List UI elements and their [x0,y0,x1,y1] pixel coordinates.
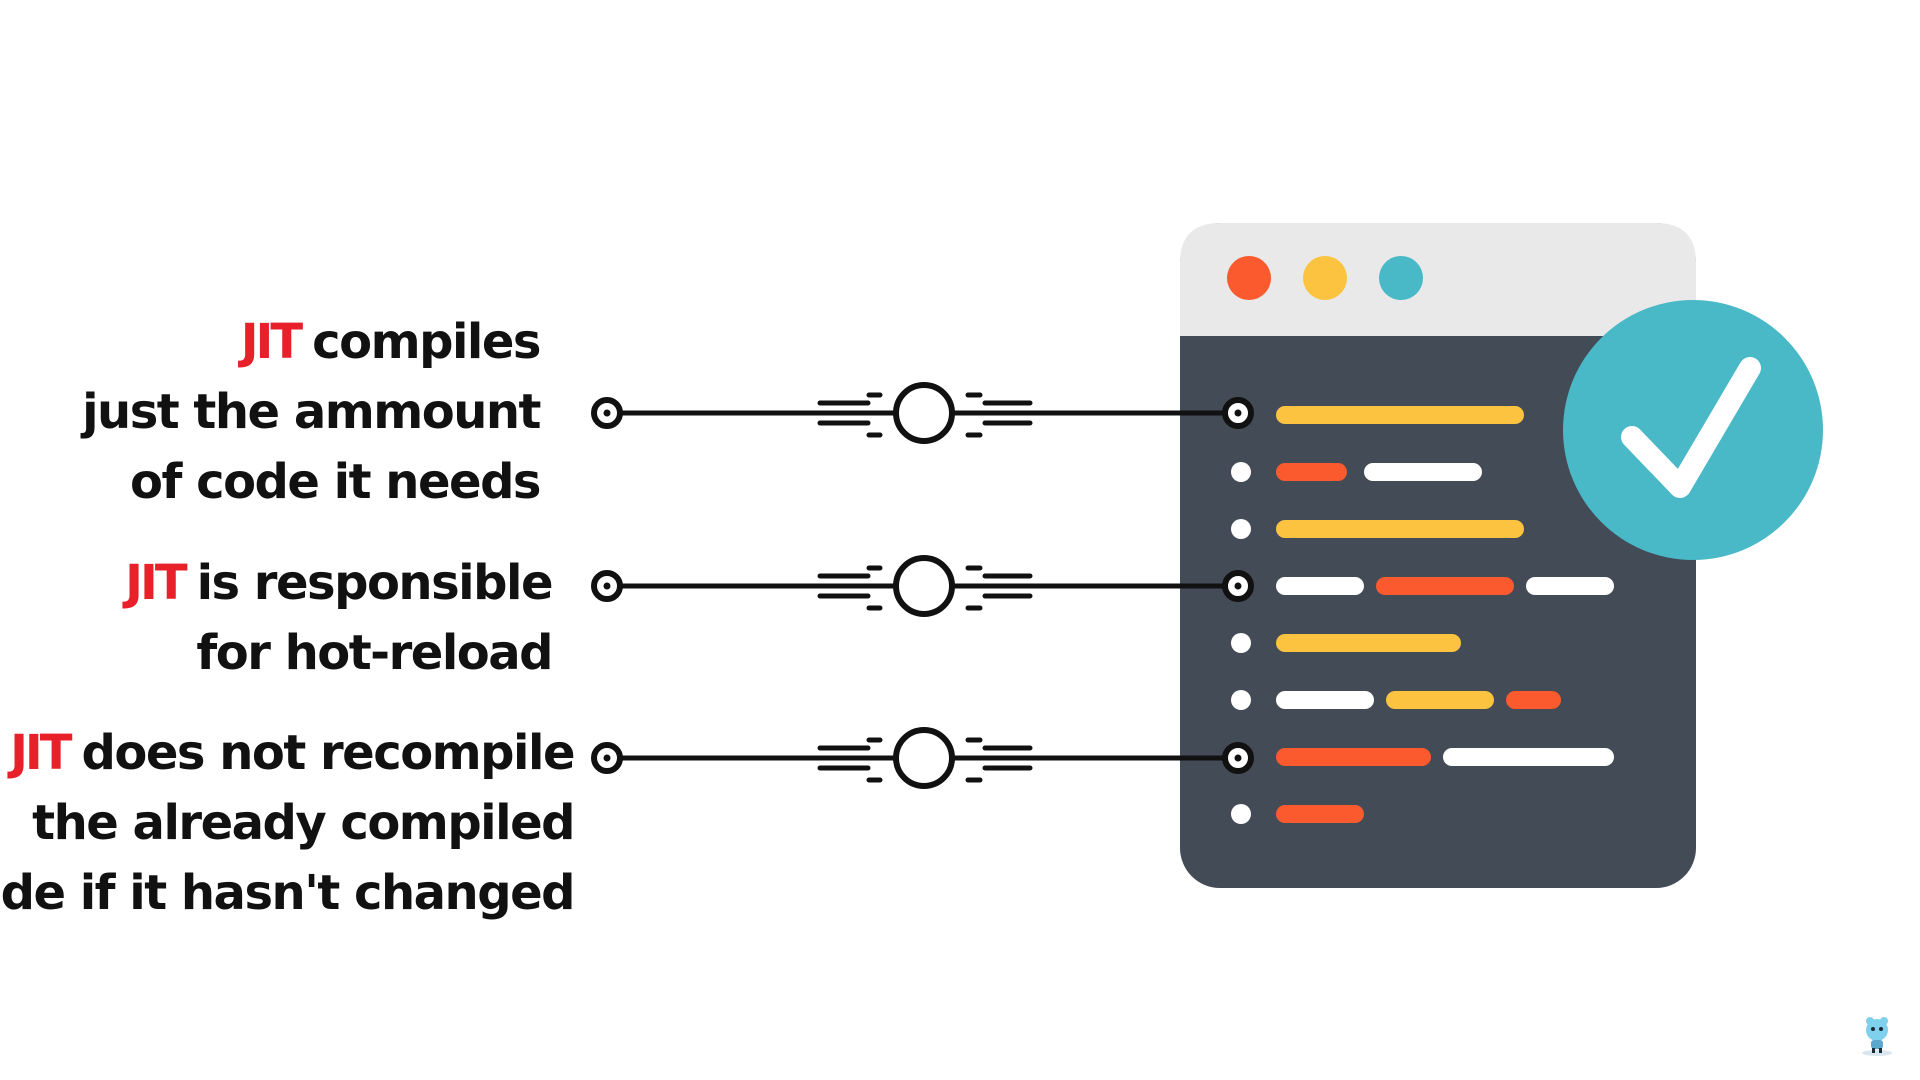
jit-keyword: JIT [240,314,303,370]
code-bullet [1231,804,1251,824]
code-bullet [1231,633,1251,653]
code-bullet [1231,519,1251,539]
connector-3 [591,727,1254,789]
connector-1 [591,382,1254,444]
maximize-dot-icon [1379,256,1423,300]
mascot-logo-icon [1862,1017,1892,1056]
checkmark-badge-icon [1563,300,1823,560]
code-window [1180,223,1696,888]
jit-keyword: JIT [125,555,187,611]
minimize-dot-icon [1303,256,1347,300]
code-bullet [1231,690,1251,710]
caption-text: does not recompile [81,725,576,781]
window-frame [1180,223,1696,888]
speed-circle-connector-icon [893,727,955,789]
caption-3-line-3: code if it hasn't changed [0,865,575,921]
window-titlebar [1180,223,1696,336]
code-bullet [1231,462,1251,482]
speed-circle-connector-icon [893,555,955,617]
caption-text: compiles [312,314,541,370]
caption-1-line-3: of code it needs [130,454,541,510]
caption-3-line-2: the already compiled [32,795,575,851]
caption-text: is responsible [196,555,554,611]
caption-1-line-2: just the ammount [82,384,541,440]
caption-2-line-2: for hot-reload [196,625,553,681]
connector-2 [591,555,1254,617]
speed-circle-connector-icon [893,382,955,444]
code-lines [1231,406,1614,824]
jit-keyword: JIT [10,725,72,781]
close-dot-icon [1227,256,1271,300]
